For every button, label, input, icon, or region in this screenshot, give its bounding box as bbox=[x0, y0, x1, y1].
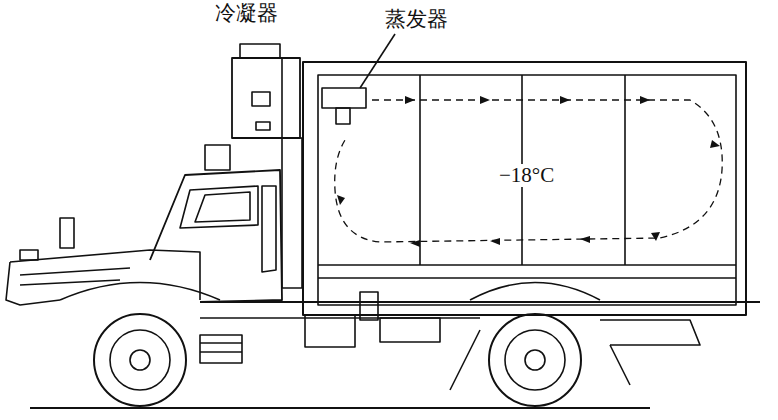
temperature-label: −18°C bbox=[497, 164, 556, 187]
part-label: 蒸发器 bbox=[385, 8, 448, 31]
part-label: 冷凝器 bbox=[215, 2, 278, 25]
